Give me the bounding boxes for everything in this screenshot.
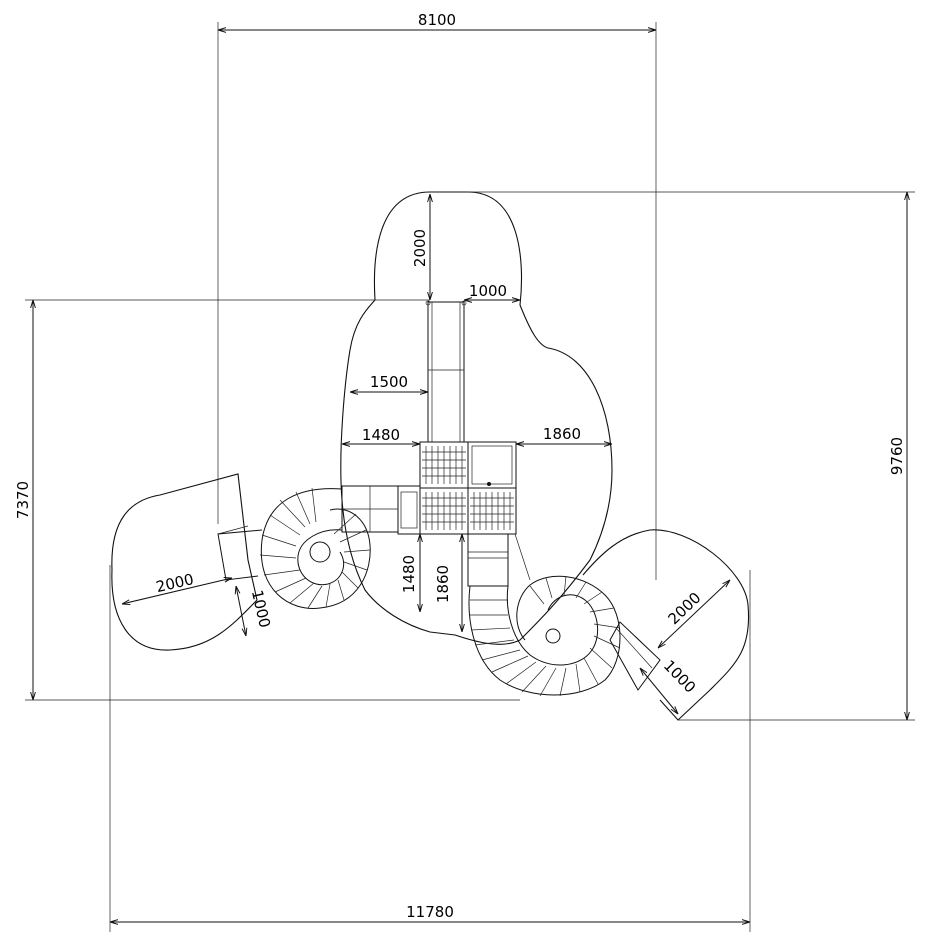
ladder-element — [425, 300, 467, 443]
right-spiral-slide — [468, 533, 661, 697]
dim-left-slide-2000: 2000 — [154, 570, 195, 596]
dim-right-slide-1000: 1000 — [660, 657, 699, 697]
dim-vert-1480: 1480 — [400, 555, 418, 593]
dim-left-7370: 7370 — [14, 481, 32, 519]
dim-left-slide-1000: 1000 — [248, 588, 274, 629]
dim-left-1480: 1480 — [362, 426, 400, 444]
dim-right-slide-2000: 2000 — [665, 589, 705, 628]
dim-top-8100: 8100 — [418, 11, 456, 29]
safety-zone-outline — [111, 191, 750, 721]
dim-ladder-1000: 1000 — [469, 282, 507, 300]
dim-right-9760: 9760 — [888, 437, 906, 475]
dim-right-1860: 1860 — [543, 425, 581, 443]
dim-top-2000: 2000 — [411, 229, 429, 267]
left-spiral-slide — [217, 487, 371, 609]
overall-dimensions: 8100 11780 7370 9760 — [14, 11, 915, 932]
tower-platforms — [341, 441, 517, 587]
dim-vert-1860: 1860 — [434, 565, 452, 603]
dim-bottom-11780: 11780 — [406, 903, 454, 921]
dim-left-1500: 1500 — [370, 373, 408, 391]
